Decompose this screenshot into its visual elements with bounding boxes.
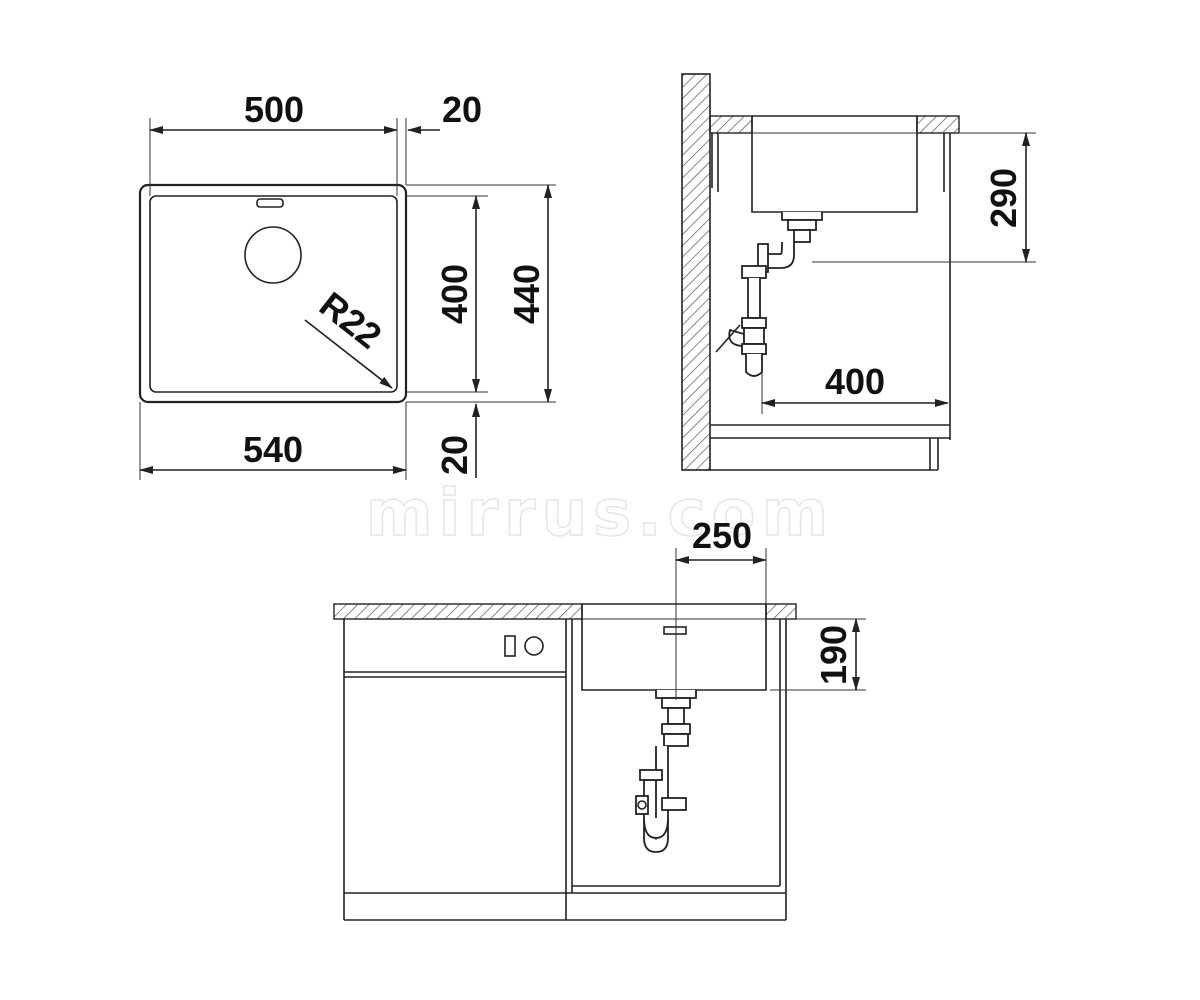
overflow-slot (256, 198, 284, 208)
watermark-text: mirrus.com (366, 477, 834, 551)
dim-label-20-bottom: 20 (434, 435, 475, 475)
dim-line-r22 (304, 319, 393, 389)
dim-label-290: 290 (983, 168, 1024, 228)
overflow-slot-front (663, 626, 687, 635)
dishwasher-control-knob (524, 636, 544, 656)
countertop-side-right (916, 115, 960, 134)
dim-label-r22: R22 (312, 284, 389, 357)
drain-hole (244, 226, 302, 284)
drain-pipe-front (635, 690, 697, 853)
wall-hatch (681, 73, 711, 471)
countertop-front-left (333, 603, 583, 620)
sink-bowl-side (751, 116, 918, 213)
dim-label-250: 250 (692, 515, 752, 556)
front-view: 250 190 (333, 515, 866, 921)
dim-label-500: 500 (244, 89, 304, 130)
dim-label-540: 540 (243, 429, 303, 470)
sink-bowl-front (581, 604, 767, 691)
side-view: 290 400 (681, 73, 1036, 471)
dim-label-400-top: 400 (434, 264, 475, 324)
dishwasher-control-button (504, 635, 516, 657)
sink-inner-outline (149, 195, 398, 393)
sink-outer-outline (138, 183, 408, 404)
countertop-side-left (709, 115, 753, 134)
dim-label-190: 190 (813, 625, 854, 685)
dim-label-20-top: 20 (442, 89, 482, 130)
drain-pipe-side (715, 212, 823, 377)
countertop-front-right (765, 603, 797, 620)
dim-label-440: 440 (506, 264, 547, 324)
dim-label-400-side: 400 (825, 361, 885, 402)
top-view: 500 20 400 440 R22 540 20 (138, 89, 556, 480)
